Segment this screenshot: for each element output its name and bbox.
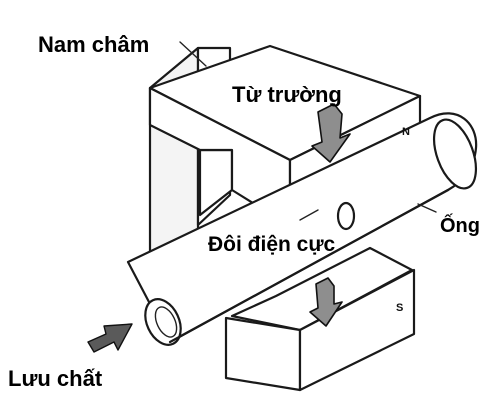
pipe-leader (417, 203, 437, 213)
pipe-body (126, 112, 478, 344)
pipe-inner-rim (154, 306, 178, 338)
lower-pole-right-face (298, 268, 416, 392)
electrodes-label: Đôi điện cực (208, 233, 336, 256)
south-pole-label: S (396, 302, 404, 314)
pipe-far-end (432, 118, 478, 190)
magnet-label: Nam châm (38, 32, 150, 57)
fluid-arrow (87, 323, 133, 353)
pipe-lower-edge (168, 188, 450, 344)
lower-pole-left-face (224, 316, 302, 392)
field-arrow-upper (311, 103, 351, 163)
north-pole-label: N (402, 126, 410, 138)
field-arrow-lower (309, 277, 343, 327)
fluid-label: Lưu chất (8, 366, 103, 391)
field-label: Từ trường (232, 82, 342, 107)
magnet-leader (179, 41, 207, 67)
electrode-front (336, 201, 356, 231)
pipe-near-opening (144, 298, 182, 346)
pipe-label: Ống (440, 215, 480, 237)
electrode-leader (299, 209, 319, 221)
